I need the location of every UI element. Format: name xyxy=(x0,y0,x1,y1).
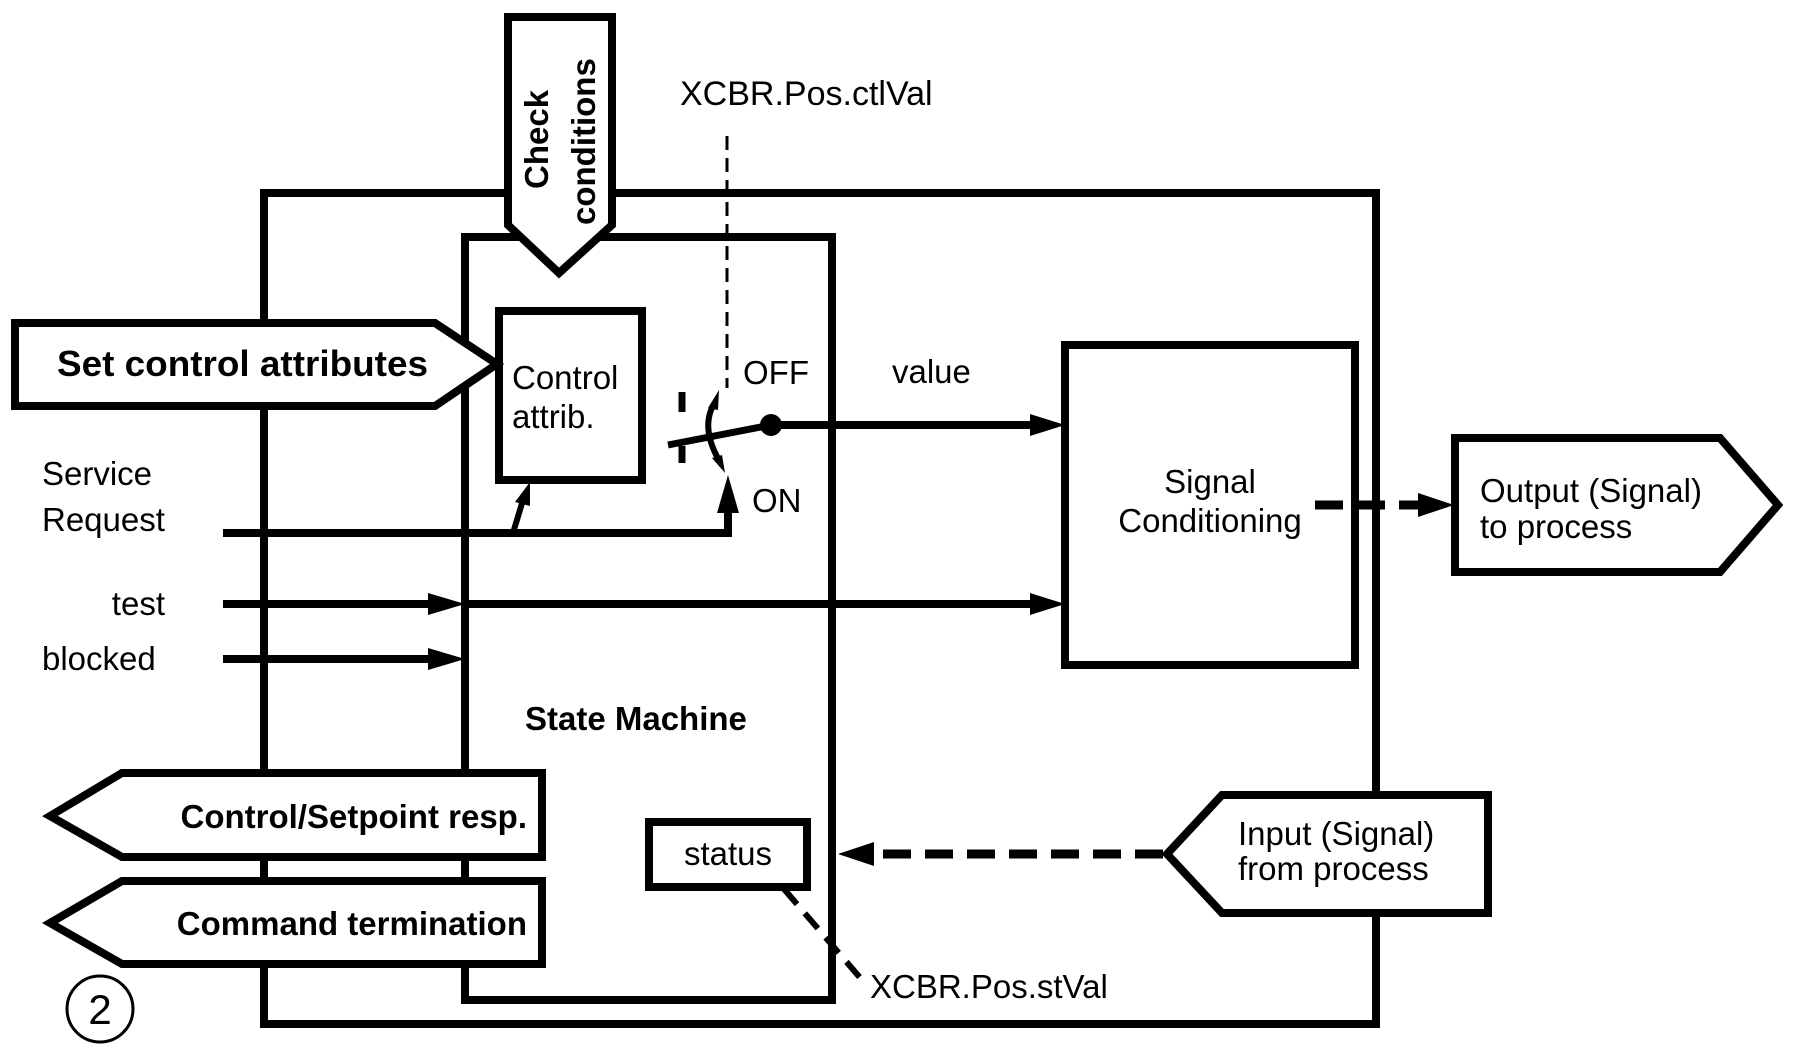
test-input-arrowhead xyxy=(428,593,465,615)
control-attrib-label-line1: Control xyxy=(512,359,618,396)
check-conditions-label-line1: Check xyxy=(518,89,555,189)
service-request-label-line2: Request xyxy=(42,501,165,538)
control-setpoint-resp-pointer xyxy=(42,769,546,861)
status-label: status xyxy=(684,835,772,872)
state-machine-label: State Machine xyxy=(525,700,747,737)
signal-conditioning-box xyxy=(1061,341,1359,669)
signal-conditioning-label-line1: Signal xyxy=(1164,463,1256,500)
service-request-on-arrowhead xyxy=(717,475,739,513)
input-label-line2: from process xyxy=(1238,850,1429,887)
stval-leader-line xyxy=(781,887,865,982)
control-attrib-label-line2: attrib. xyxy=(512,398,595,435)
input-label-line1: Input (Signal) xyxy=(1238,815,1434,852)
output-arrowhead xyxy=(1418,493,1454,517)
figure-marker-number: 2 xyxy=(88,986,111,1033)
check-conditions-pointer xyxy=(504,13,616,279)
signal-conditioning-label-line2: Conditioning xyxy=(1118,502,1301,539)
service-request-line xyxy=(223,505,732,537)
output-label-line2: to process xyxy=(1480,508,1632,545)
test-to-signal-arrowhead xyxy=(1030,593,1065,615)
control-setpoint-resp-label: Control/Setpoint resp. xyxy=(181,798,528,835)
value-arrowhead xyxy=(1030,414,1065,436)
output-label-line1: Output (Signal) xyxy=(1480,472,1702,509)
test-label: test xyxy=(112,585,165,622)
service-request-to-attrib-arrowhead xyxy=(515,482,530,506)
stval-label: XCBR.Pos.stVal xyxy=(870,968,1108,1005)
output-signal-pointer xyxy=(1451,434,1784,576)
value-label: value xyxy=(892,353,971,390)
input-signal-pointer xyxy=(1161,791,1492,917)
service-request-label-line1: Service xyxy=(42,455,152,492)
ctlval-label: XCBR.Pos.ctlVal xyxy=(680,75,933,113)
check-conditions-label-line2: conditions xyxy=(565,58,602,225)
set-control-attributes-pointer xyxy=(11,319,505,410)
status-box xyxy=(645,818,811,891)
set-control-attributes-label: Set control attributes xyxy=(57,343,428,384)
switch-on-arrowhead xyxy=(712,455,725,473)
figure-marker-circle xyxy=(65,974,135,1044)
command-termination-pointer xyxy=(41,877,546,968)
control-attrib-box xyxy=(495,307,646,484)
switch-blade xyxy=(667,421,772,449)
command-termination-label: Command termination xyxy=(177,905,527,942)
blocked-label: blocked xyxy=(42,640,156,677)
switch-off-label: OFF xyxy=(743,354,809,391)
switch-off-arrowhead xyxy=(708,390,719,410)
input-arrowhead xyxy=(838,842,874,866)
blocked-input-arrowhead xyxy=(428,648,465,670)
switch-on-label: ON xyxy=(752,482,802,519)
service-request-to-attrib-line xyxy=(510,499,526,534)
